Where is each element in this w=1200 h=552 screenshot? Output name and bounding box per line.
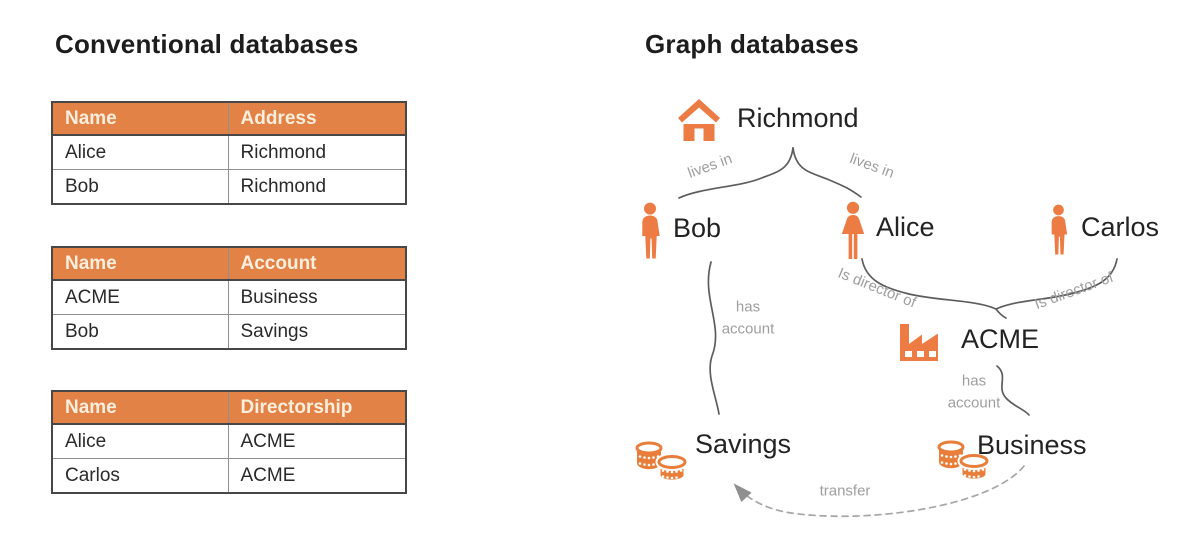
cell-account: Savings: [227, 314, 407, 350]
cell-name: Bob: [51, 169, 229, 205]
edge-label-director-left: Is director of: [835, 264, 919, 312]
cell-account: Business: [227, 279, 407, 315]
node-label-carlos: Carlos: [1081, 212, 1160, 242]
edge-label-has-account-bob: has account: [721, 298, 775, 337]
node-label-alice: Alice: [876, 212, 935, 242]
cell-name: ACME: [51, 279, 229, 315]
account-table: Name Account ACME Business Bob Savings: [51, 246, 407, 350]
man-icon: [636, 202, 664, 260]
edge-label-lives-in-right: lives in: [847, 150, 897, 182]
right-panel-title: Graph databases: [645, 29, 859, 59]
cell-name: Alice: [51, 423, 229, 459]
column-header: Name: [51, 101, 229, 136]
table-header-row: Name Directorship: [51, 390, 407, 425]
man-icon: [1046, 204, 1071, 256]
table-row: ACME Business: [51, 279, 407, 315]
cell-address: Richmond: [227, 134, 407, 170]
cell-name: Bob: [51, 314, 229, 350]
node-label-savings: Savings: [695, 429, 792, 459]
edge-label-transfer: transfer: [819, 482, 871, 500]
column-header: Name: [51, 246, 229, 281]
cell-directorship: ACME: [227, 423, 407, 459]
table-row: Bob Savings: [51, 314, 407, 350]
cell-address: Richmond: [227, 169, 407, 205]
address-table: Name Address Alice Richmond Bob Richmond: [51, 101, 407, 205]
edge-label-has-account-acme: has account: [947, 372, 1001, 411]
coins-icon: [934, 435, 990, 485]
table-row: Carlos ACME: [51, 458, 407, 494]
column-header: Address: [227, 101, 407, 136]
cell-name: Alice: [51, 134, 229, 170]
factory-icon: [897, 318, 944, 363]
column-header: Account: [227, 246, 407, 281]
node-label-business: Business: [977, 430, 1087, 460]
edge-label-lives-in-left: lives in: [685, 150, 735, 182]
node-label-acme: ACME: [961, 324, 1040, 354]
column-header: Name: [51, 390, 229, 425]
woman-icon: [838, 201, 868, 261]
directorship-table: Name Directorship Alice ACME Carlos ACME: [51, 390, 407, 494]
coins-icon: [632, 436, 688, 486]
table-row: Alice ACME: [51, 423, 407, 459]
left-panel-title: Conventional databases: [55, 29, 359, 59]
node-label-richmond: Richmond: [737, 103, 859, 133]
table-row: Alice Richmond: [51, 134, 407, 170]
edge-label-director-right: Is director of: [1032, 268, 1116, 314]
cell-name: Carlos: [51, 458, 229, 494]
house-icon: [676, 97, 722, 143]
cell-directorship: ACME: [227, 458, 407, 494]
node-label-bob: Bob: [673, 213, 722, 243]
edge-brace-tip: [995, 308, 1007, 319]
table-header-row: Name Account: [51, 246, 407, 281]
table-header-row: Name Address: [51, 101, 407, 136]
table-row: Bob Richmond: [51, 169, 407, 205]
column-header: Directorship: [227, 390, 407, 425]
